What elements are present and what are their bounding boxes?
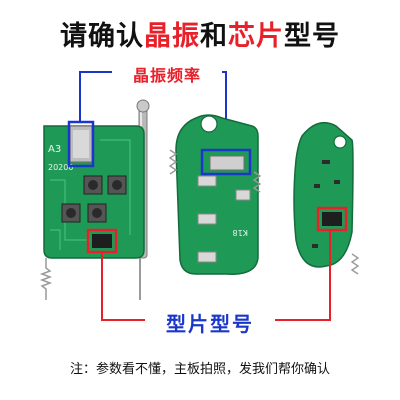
key-ring-hole	[200, 115, 218, 133]
left-remote-board: A3 20200	[39, 99, 150, 300]
antenna-tip	[136, 99, 150, 113]
spring-top-left	[168, 149, 178, 175]
board-text-k18: K18	[233, 228, 248, 237]
spring-right	[252, 171, 262, 193]
chip-ic	[92, 234, 112, 248]
footer-note: 注：参数看不懂，主板拍照，发我们帮你确认	[69, 362, 330, 377]
chip-ic-right	[322, 212, 342, 226]
board-text-a3: A3	[48, 144, 61, 155]
crystal-highlight-middle	[200, 148, 252, 176]
spring-right-board	[350, 253, 360, 275]
crystal-component-middle	[209, 155, 245, 171]
board-text-code: 20200	[48, 163, 73, 172]
chip-model-label: 型片型号	[166, 312, 254, 336]
chip-callout-lines	[101, 230, 331, 321]
page-title: 请确认晶振和芯片型号	[60, 21, 340, 52]
spring-left	[39, 258, 53, 300]
chip-highlight-right	[316, 206, 348, 232]
crystal-highlight-left	[67, 120, 95, 168]
middle-remote-board: K18	[168, 114, 262, 275]
middle-pcb	[175, 114, 259, 275]
crystal-frequency-label: 晶振频率	[132, 66, 201, 85]
right-remote-board	[293, 121, 360, 275]
tact-buttons	[61, 175, 127, 223]
